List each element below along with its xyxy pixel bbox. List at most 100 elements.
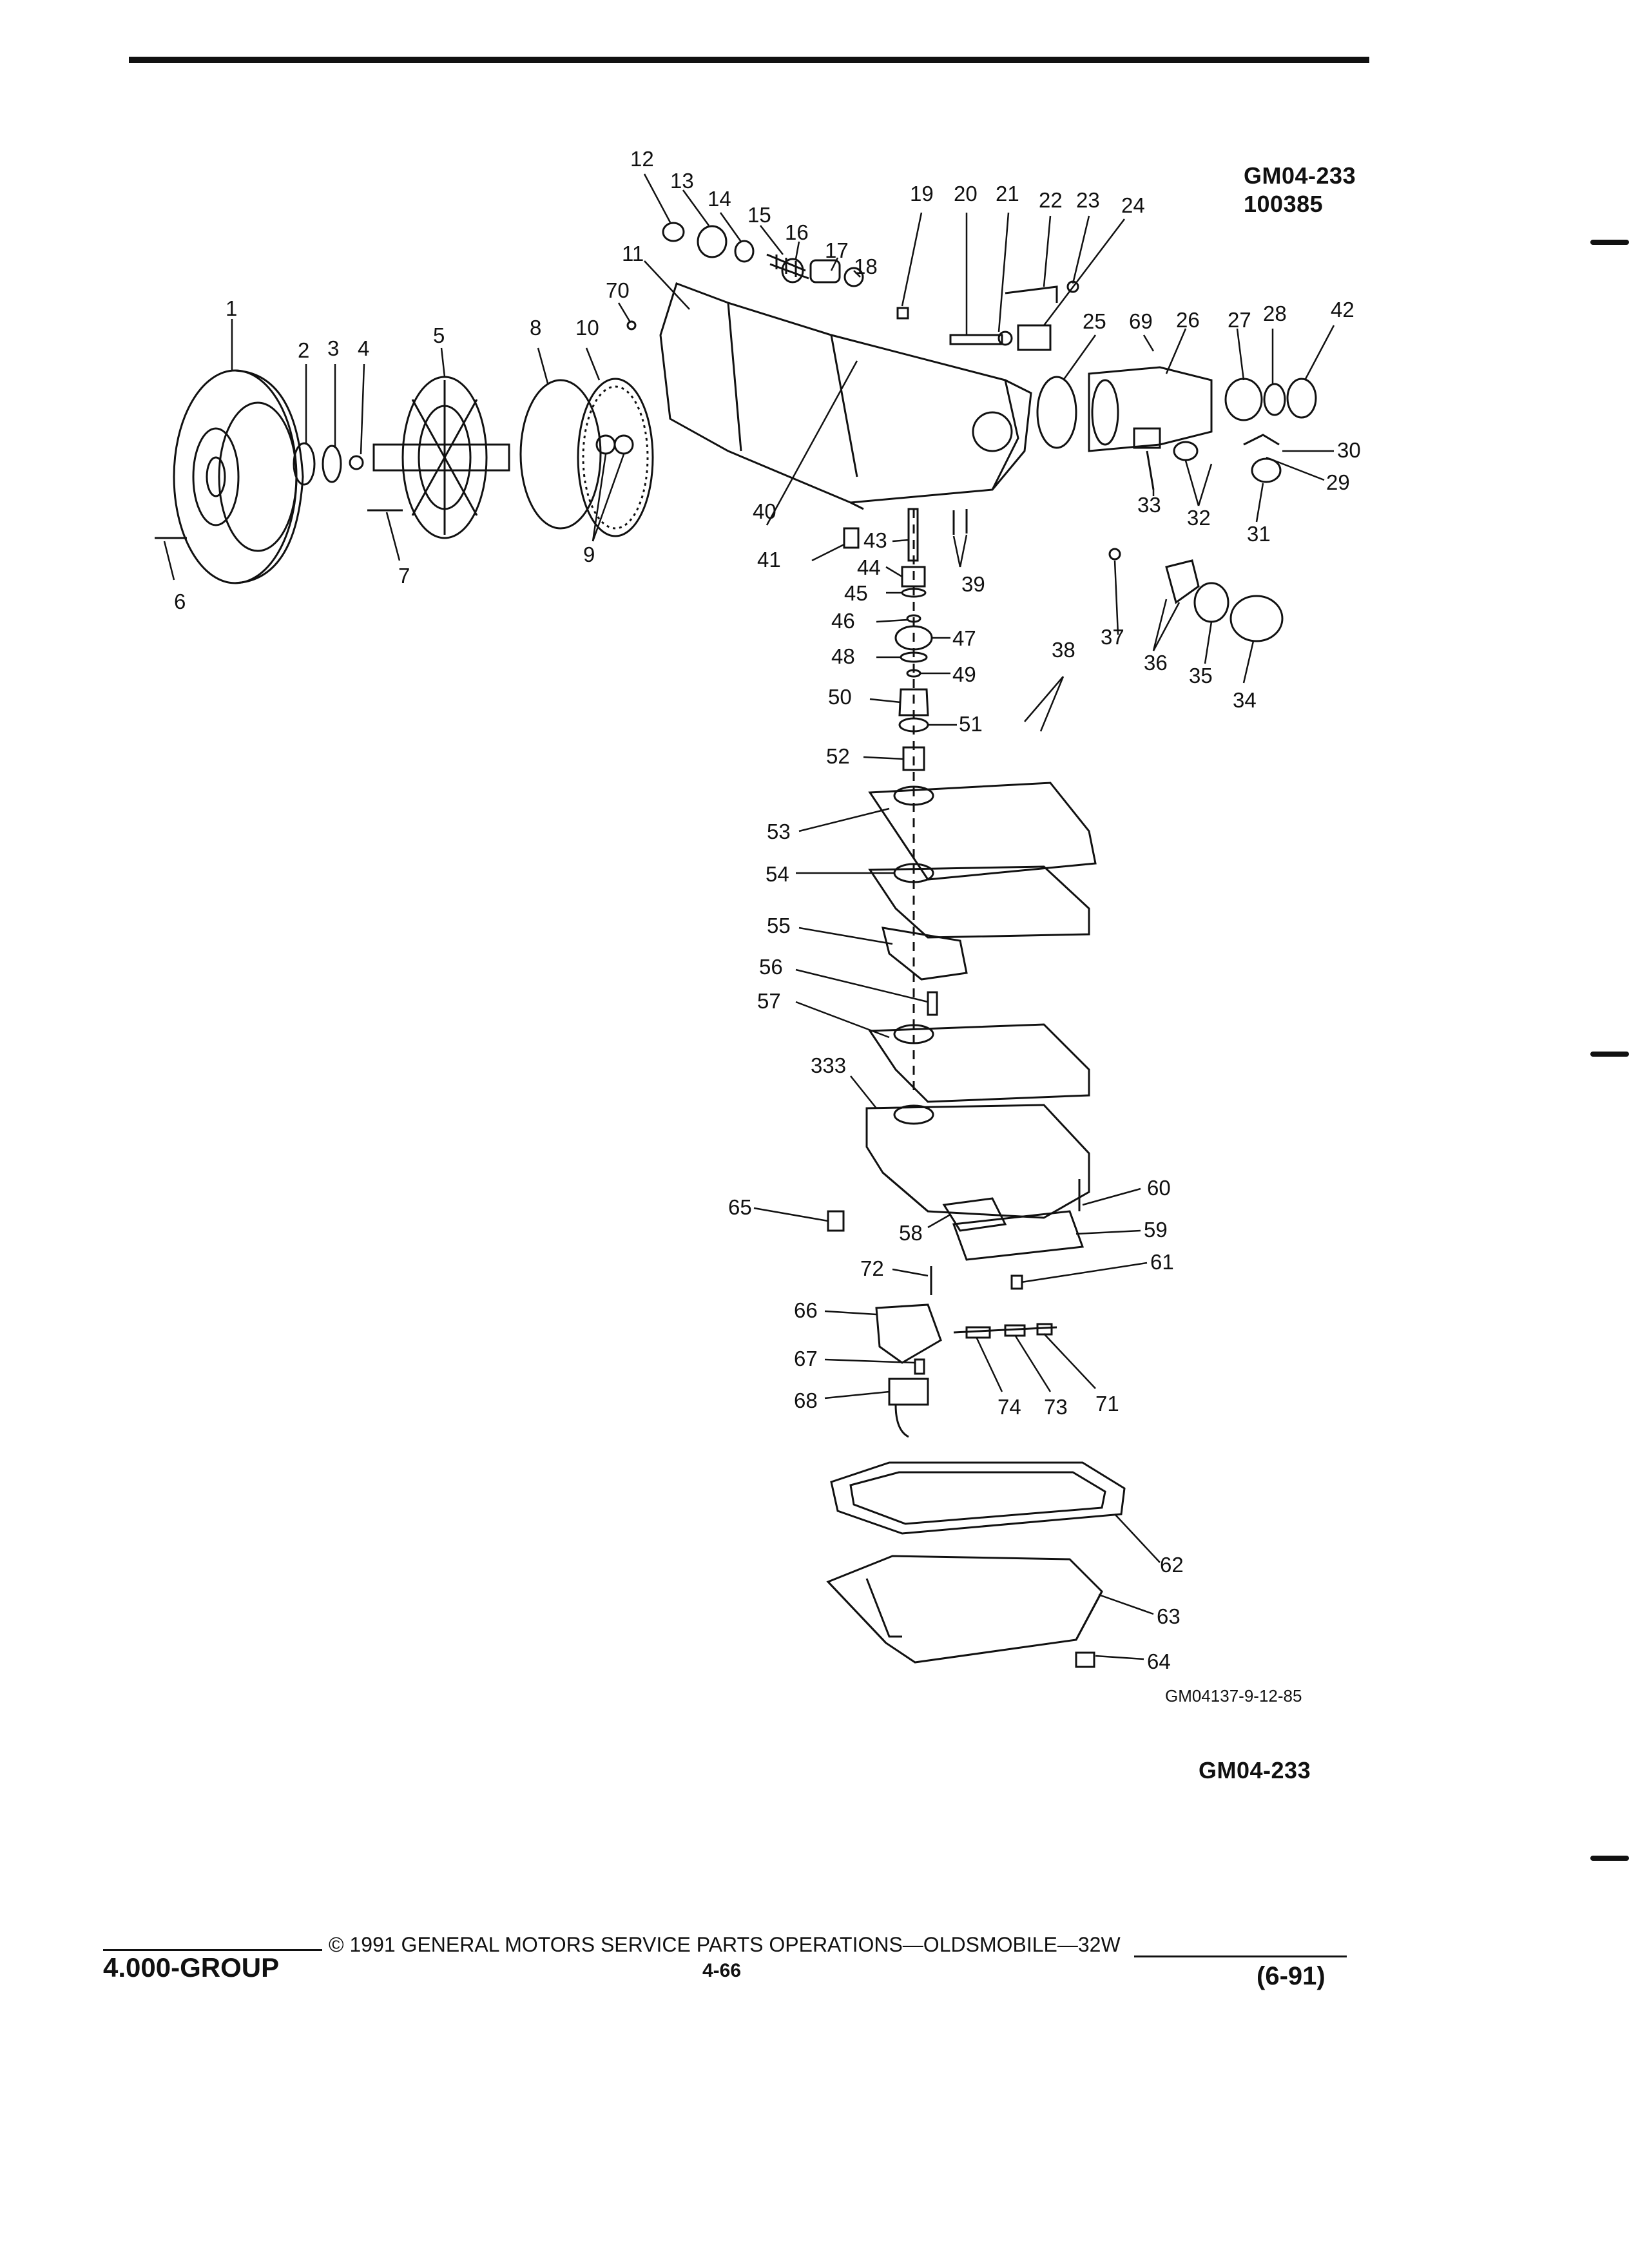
filter-59 xyxy=(952,1210,1084,1261)
footer-date: (6-91) xyxy=(1257,1962,1325,1990)
callout-65: 65 xyxy=(728,1195,752,1219)
callout-39: 39 xyxy=(961,572,985,596)
speedo-gear xyxy=(1173,441,1199,461)
callout-59: 59 xyxy=(1144,1218,1168,1242)
valve-body-333 xyxy=(865,1104,1090,1219)
callout-47: 47 xyxy=(952,626,976,650)
callout-57: 57 xyxy=(757,989,781,1013)
pan-gasket-62 xyxy=(830,1461,1126,1535)
footer-group: 4.000-GROUP xyxy=(103,1952,280,1983)
callout-62: 62 xyxy=(1160,1553,1184,1577)
callout-45: 45 xyxy=(844,581,868,605)
solenoid-66 xyxy=(875,1303,942,1364)
callout-41: 41 xyxy=(757,548,781,572)
callout-17: 17 xyxy=(825,238,849,262)
callout-73: 73 xyxy=(1044,1395,1068,1419)
reverse-boost-parts xyxy=(662,222,864,287)
gasket-inner xyxy=(582,385,649,530)
edge-mark xyxy=(1590,240,1629,245)
figure-caption-code: GM04137-9-12-85 xyxy=(1165,1686,1302,1706)
seal-9b xyxy=(613,434,634,455)
callout-16: 16 xyxy=(785,220,809,244)
top-rule xyxy=(129,57,1369,63)
wire-68 xyxy=(894,1404,909,1438)
callout-60: 60 xyxy=(1147,1176,1171,1200)
valve-74 xyxy=(965,1326,991,1339)
servo-cover-parts xyxy=(1108,548,1284,642)
callout-12: 12 xyxy=(630,147,654,171)
callout-51: 51 xyxy=(959,712,983,736)
callout-54: 54 xyxy=(766,862,789,886)
header-code: GM04-233 xyxy=(1244,162,1356,189)
callout-31: 31 xyxy=(1247,522,1271,546)
callout-22: 22 xyxy=(1039,188,1063,212)
callout-40: 40 xyxy=(753,499,776,523)
callout-7: 7 xyxy=(398,564,410,588)
gasket xyxy=(577,378,654,537)
callout-44: 44 xyxy=(857,555,881,579)
callout-58: 58 xyxy=(899,1221,923,1245)
edge-mark xyxy=(1590,1856,1629,1861)
callout-64: 64 xyxy=(1147,1649,1171,1673)
transmission-case xyxy=(659,282,1032,510)
callout-28: 28 xyxy=(1263,302,1287,325)
pump-assembly xyxy=(372,376,510,539)
speedo-driven xyxy=(1146,450,1155,490)
callout-15: 15 xyxy=(747,203,771,227)
springs-39 xyxy=(952,509,968,535)
callout-19: 19 xyxy=(910,182,934,206)
callout-43: 43 xyxy=(863,528,887,552)
washer xyxy=(349,455,364,470)
bushing xyxy=(322,445,342,483)
callout-24: 24 xyxy=(1121,193,1145,217)
callout-56: 56 xyxy=(759,955,783,979)
callout-32: 32 xyxy=(1187,506,1211,530)
callout-63: 63 xyxy=(1157,1604,1181,1628)
figure-bottom-code: GM04-233 xyxy=(1199,1757,1311,1783)
extension-housing xyxy=(1036,366,1213,452)
edge-mark xyxy=(1590,1052,1629,1057)
bushing-27 xyxy=(1224,378,1263,421)
callout-10: 10 xyxy=(575,316,599,340)
callout-20: 20 xyxy=(954,182,978,206)
plate-55 xyxy=(881,927,968,981)
callout-48: 48 xyxy=(831,644,855,668)
callout-9: 9 xyxy=(583,543,595,566)
callout-49: 49 xyxy=(952,662,976,686)
callout-68: 68 xyxy=(794,1389,818,1412)
callout-27: 27 xyxy=(1228,308,1251,332)
callout-50: 50 xyxy=(828,685,852,709)
callout-33: 33 xyxy=(1137,493,1161,517)
footer-rule-left xyxy=(103,1949,322,1951)
plug xyxy=(626,320,637,331)
callout-35: 35 xyxy=(1189,664,1213,687)
callout-8: 8 xyxy=(530,316,541,340)
header-number: 100385 xyxy=(1244,191,1324,217)
callout-74: 74 xyxy=(998,1395,1021,1419)
bolt-56 xyxy=(927,991,938,1016)
callout-11: 11 xyxy=(622,242,644,265)
footer-page-number: 4-66 xyxy=(702,1960,742,1981)
footer-rule-right xyxy=(1134,1956,1347,1957)
callout-55: 55 xyxy=(767,914,791,937)
callout-52: 52 xyxy=(826,744,850,768)
gasket-58 xyxy=(942,1197,1007,1232)
callout-3: 3 xyxy=(327,336,339,360)
screw-67 xyxy=(914,1358,925,1375)
callout-30: 30 xyxy=(1337,438,1361,462)
callout-1: 1 xyxy=(226,296,237,320)
drain-plug-64 xyxy=(1075,1651,1095,1668)
callout-2: 2 xyxy=(298,338,309,362)
callout-5: 5 xyxy=(433,323,445,347)
callout-38: 38 xyxy=(1052,638,1075,662)
spacer-plate-gasket-53 xyxy=(868,782,1097,881)
oil-pan-63 xyxy=(826,1555,1103,1664)
callout-21: 21 xyxy=(996,182,1019,206)
callout-14: 14 xyxy=(708,187,731,211)
bolt-61 xyxy=(1010,1274,1023,1290)
callout-13: 13 xyxy=(670,169,694,193)
callout-34: 34 xyxy=(1233,688,1257,712)
switch-65 xyxy=(827,1210,845,1232)
torque-converter xyxy=(173,369,304,584)
